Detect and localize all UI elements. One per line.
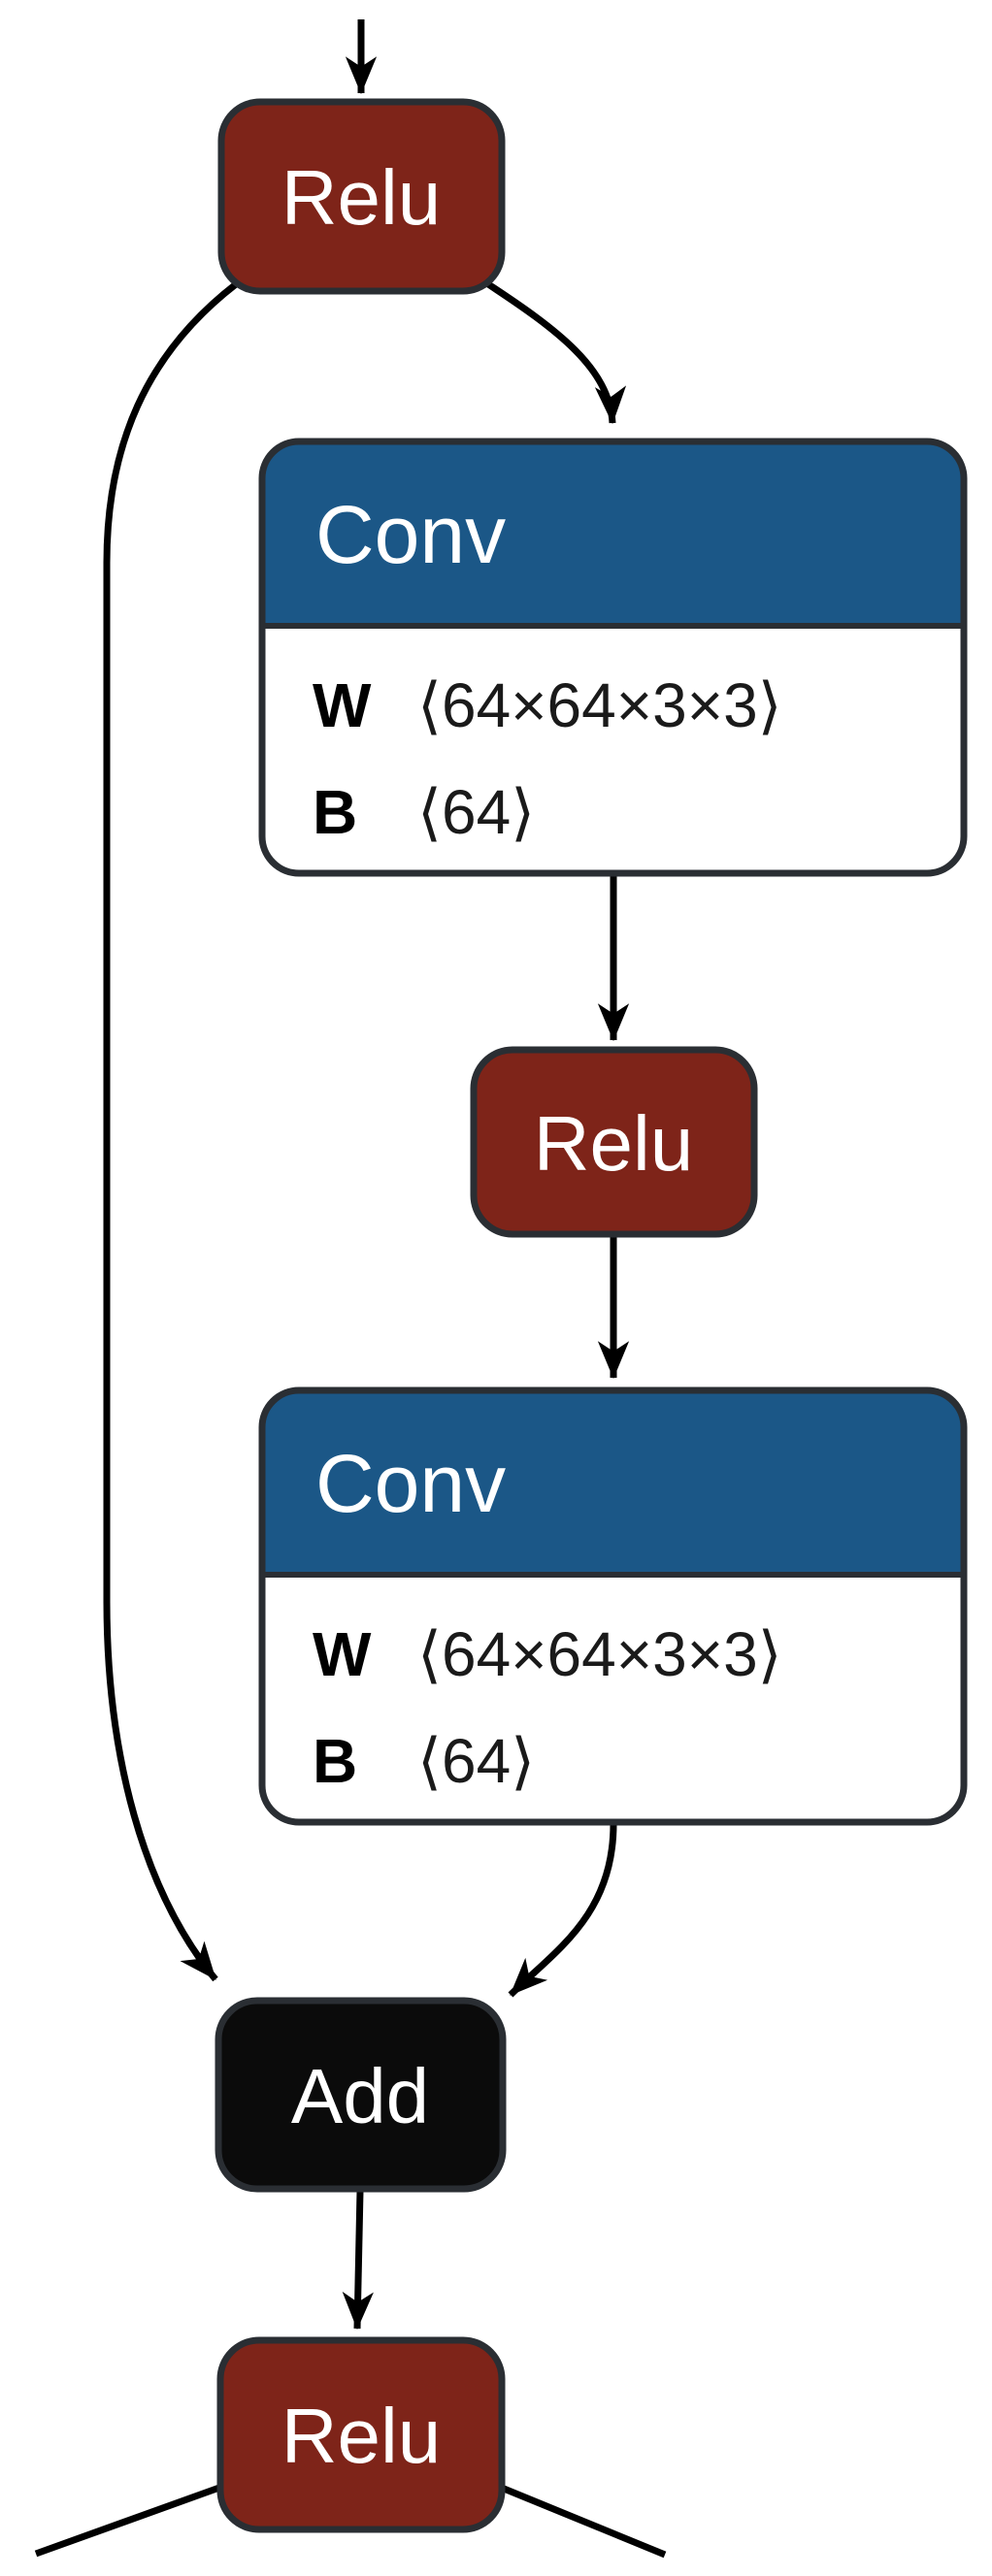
node-relu-top[interactable]: Relu — [217, 98, 506, 295]
conv-2-attr-b-name: B — [313, 1726, 357, 1796]
conv-1-title: Conv — [315, 489, 506, 580]
conv-1-attr-w-value: ⟨64×64×3×3⟩ — [417, 670, 782, 740]
add-box — [215, 1997, 507, 2193]
conv-2-attr-w-value: ⟨64×64×3×3⟩ — [417, 1619, 782, 1689]
conv-2-header — [262, 1390, 964, 1575]
node-relu-mid[interactable]: Relu — [470, 1046, 758, 1238]
conv-1-attr-b-name: B — [313, 777, 357, 847]
relu-top-label: Relu — [281, 154, 442, 241]
edge-relu-top-to-add-skip-connection — [103, 281, 239, 1982]
edge-conv-2-to-add — [508, 1823, 617, 1998]
add-label: Add — [291, 2053, 429, 2139]
relu-bottom-label: Relu — [281, 2393, 442, 2479]
edge-add-to-relu-bottom — [342, 2190, 374, 2331]
conv-2-border — [258, 1386, 968, 1826]
relu-mid-label: Relu — [534, 1100, 694, 1187]
conv-2-title: Conv — [315, 1438, 506, 1529]
relu-bottom-box — [216, 2336, 506, 2533]
node-relu-bottom[interactable]: Relu — [216, 2336, 506, 2533]
conv-1-attr-b-value: ⟨64⟩ — [417, 777, 535, 847]
edge-relu-bottom-to-offscreen-left — [34, 2480, 232, 2558]
relu-top-box — [217, 98, 506, 295]
conv-2-attr-b-value: ⟨64⟩ — [417, 1726, 535, 1796]
conv-1-border — [258, 438, 968, 877]
node-add[interactable]: Add — [215, 1997, 507, 2193]
node-conv-2[interactable]: Conv W ⟨64×64×3×3⟩ B ⟨64⟩ — [258, 1386, 968, 1826]
edge-relu-bottom-to-offscreen-right — [490, 2480, 667, 2559]
conv-1-header — [262, 441, 964, 626]
conv-1-attr-w-name: W — [313, 670, 372, 740]
node-conv-1[interactable]: Conv W ⟨64×64×3×3⟩ B ⟨64⟩ — [258, 438, 968, 877]
edge-relu-top-to-conv-1 — [483, 279, 627, 425]
conv-2-attr-w-name: W — [313, 1619, 372, 1689]
relu-mid-box — [470, 1046, 758, 1238]
